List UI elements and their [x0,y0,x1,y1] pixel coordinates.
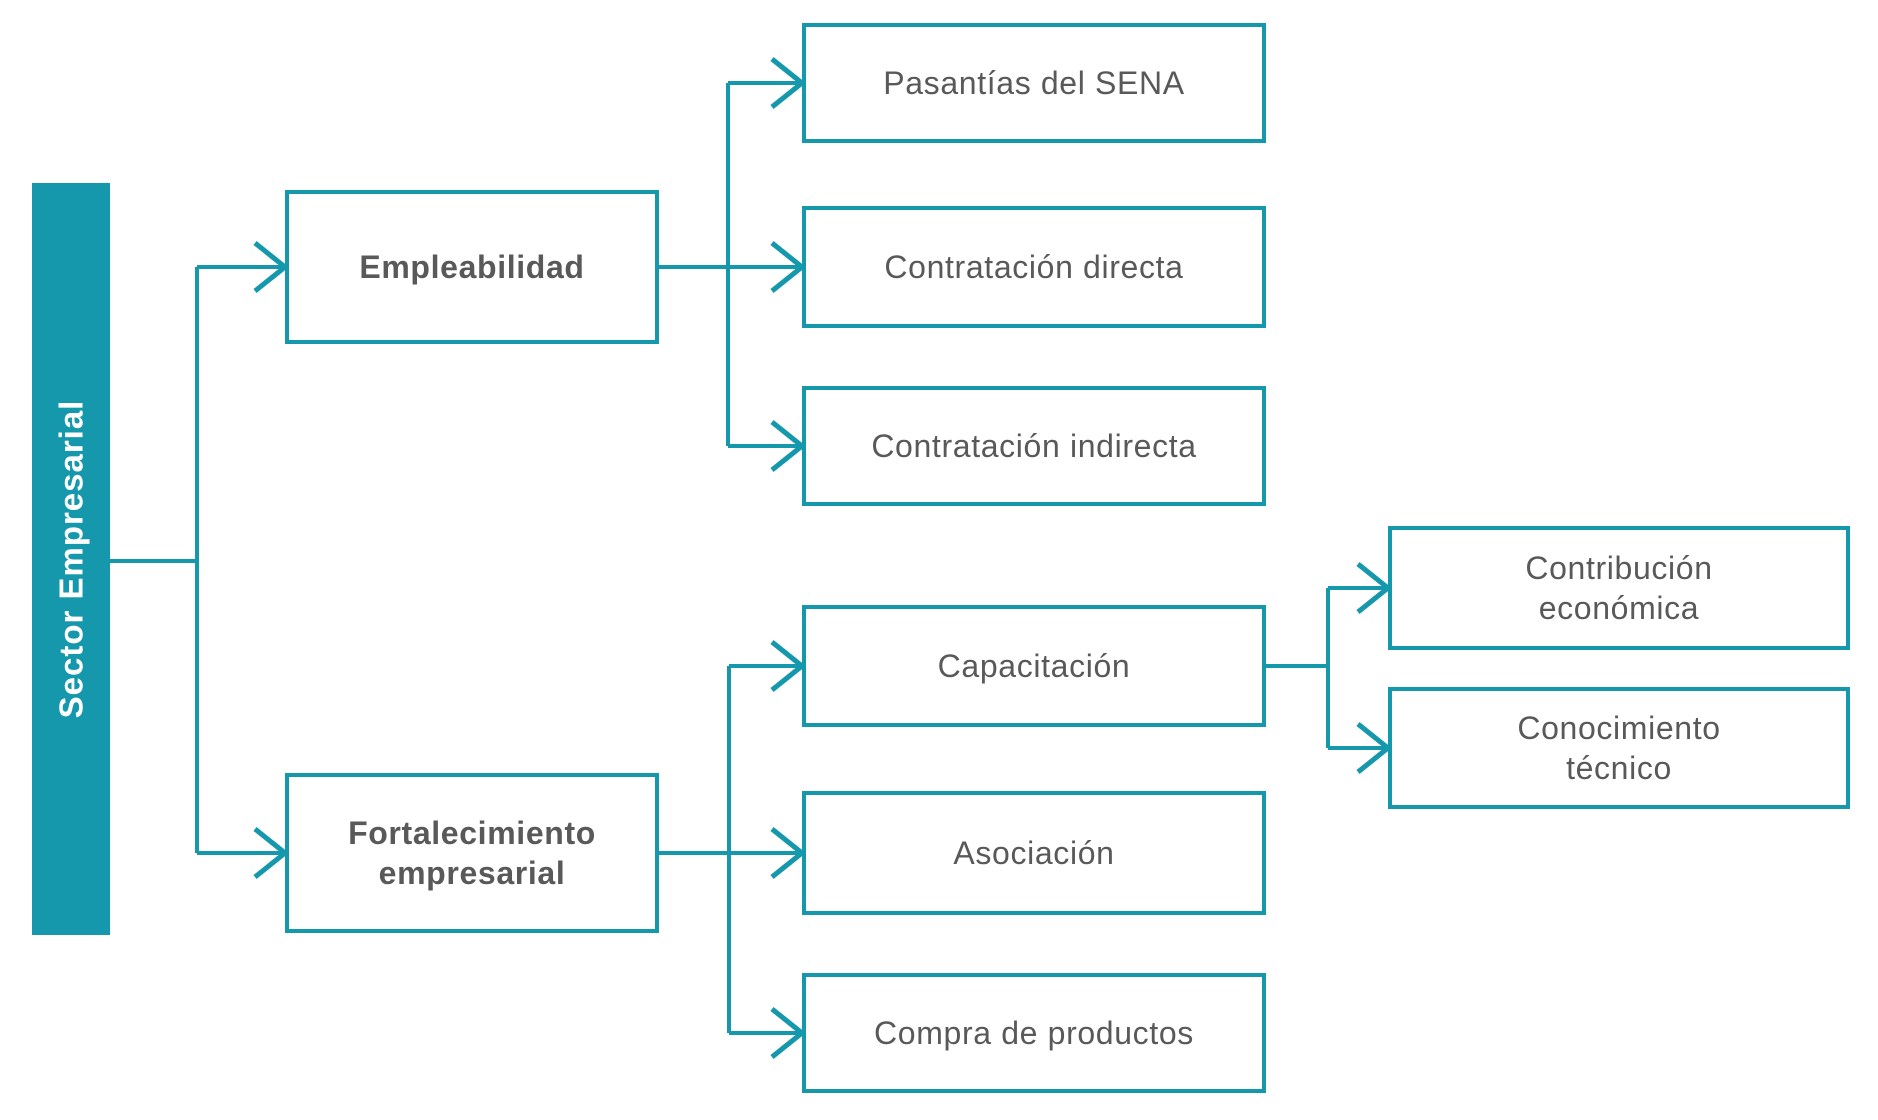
node-label: Compra de productos [874,1015,1194,1051]
edge-capacitacion-branch [1266,588,1330,748]
node-sector-empresarial: Sector Empresarial [32,183,110,935]
edge-fortalecimiento-capacitacion [729,640,807,692]
edge-capacitacion-conocimiento [1328,722,1393,774]
edge-capacitacion-contribucion [1328,562,1393,614]
edge-empleabilidad-indirecta [728,420,807,472]
node-empleabilidad: Empleabilidad [285,190,659,344]
edge-root-trunk [110,267,199,853]
node-fortalecimiento-empresarial: Fortalecimiento empresarial [285,773,659,933]
node-label: Sector Empresarial [52,399,90,719]
node-label: Contratación directa [884,249,1184,285]
node-asociacion: Asociación [802,791,1266,915]
node-label: Asociación [953,835,1115,871]
node-contratacion-directa: Contratación directa [802,206,1266,328]
edge-root-fortalecimiento [197,827,290,879]
node-capacitacion: Capacitación [802,605,1266,727]
edge-empleabilidad-branch [659,83,730,446]
node-compra-de-productos: Compra de productos [802,973,1266,1093]
node-label: Contribución económica [1525,550,1713,626]
node-label: Pasantías del SENA [883,65,1185,101]
node-label: Conocimiento técnico [1517,710,1721,786]
edge-root-empleabilidad [197,241,290,293]
edge-fortalecimiento-asociacion [729,827,807,879]
node-label: Empleabilidad [359,249,585,285]
node-conocimiento-tecnico: Conocimiento técnico [1388,687,1850,809]
node-label: Capacitación [937,648,1131,684]
node-pasantias-del-sena: Pasantías del SENA [802,23,1266,143]
edge-fortalecimiento-compra [729,1007,807,1059]
node-contribucion-economica: Contribución económica [1388,526,1850,650]
node-contratacion-indirecta: Contratación indirecta [802,386,1266,506]
edge-empleabilidad-pasantias [728,57,807,109]
edge-empleabilidad-directa [728,241,807,293]
node-label: Contratación indirecta [871,428,1197,464]
node-label: Fortalecimiento empresarial [348,815,596,891]
edge-fortalecimiento-branch [659,666,731,1033]
